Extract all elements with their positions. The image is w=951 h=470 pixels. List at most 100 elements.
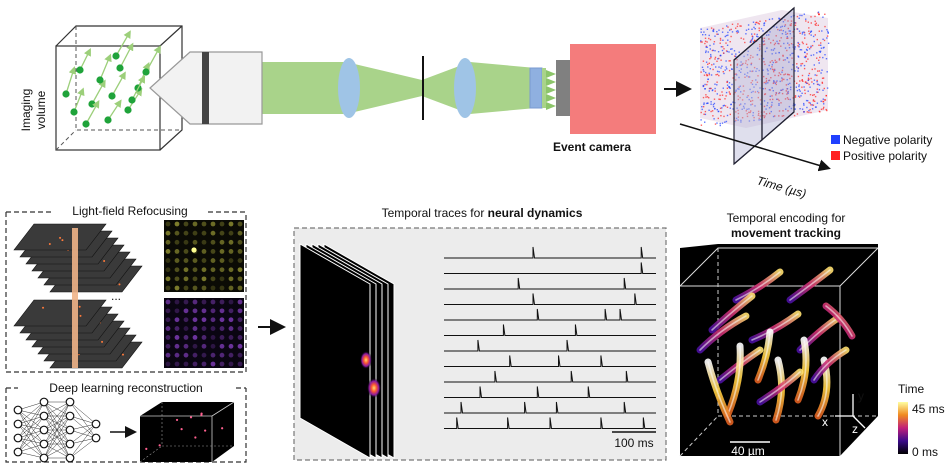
event-dot bbox=[721, 122, 724, 124]
event-dot bbox=[710, 110, 712, 113]
event-dot bbox=[745, 29, 748, 31]
event-dot bbox=[804, 92, 806, 95]
nn-edge bbox=[43, 443, 71, 459]
event-dot bbox=[702, 69, 704, 71]
event-dot bbox=[703, 74, 706, 76]
event-dot bbox=[811, 68, 813, 71]
event-dot bbox=[786, 36, 788, 38]
lf-subaperture bbox=[183, 285, 189, 291]
neuron bbox=[82, 120, 90, 128]
event-dot bbox=[785, 90, 787, 92]
lf-subaperture bbox=[210, 335, 216, 340]
event-dot bbox=[758, 29, 760, 32]
event-dot bbox=[799, 80, 801, 82]
event-dot bbox=[765, 113, 768, 115]
event-dot bbox=[744, 73, 746, 75]
nn-node bbox=[39, 425, 49, 435]
lf-subaperture bbox=[192, 285, 198, 291]
event-dot bbox=[821, 82, 824, 84]
lf-subaperture bbox=[165, 230, 171, 236]
event-dot bbox=[787, 92, 789, 95]
event-dot bbox=[762, 30, 764, 32]
event-dot bbox=[721, 107, 723, 109]
event-dot bbox=[712, 49, 714, 52]
event-dot bbox=[710, 103, 712, 105]
event-dot bbox=[735, 55, 737, 58]
event-dot bbox=[770, 106, 772, 108]
lf-bright-spot bbox=[191, 247, 197, 253]
event-dot bbox=[717, 33, 719, 35]
event-dot bbox=[778, 58, 781, 60]
event-dot bbox=[815, 24, 817, 26]
lf-subaperture bbox=[201, 299, 207, 305]
event-dot bbox=[769, 112, 771, 115]
event-dot bbox=[763, 22, 765, 25]
event-dot bbox=[792, 31, 794, 33]
event-dot bbox=[762, 115, 764, 117]
lf-subaperture bbox=[219, 335, 225, 340]
lf-subaperture bbox=[174, 352, 180, 358]
event-dot bbox=[751, 103, 754, 105]
event-dot bbox=[701, 41, 703, 43]
event-dot bbox=[723, 104, 725, 107]
relay-lens bbox=[454, 58, 476, 118]
event-dot bbox=[710, 27, 713, 29]
event-dot bbox=[702, 106, 705, 108]
event-dot bbox=[792, 46, 794, 48]
lf-subaperture bbox=[201, 221, 207, 227]
event-dot bbox=[750, 104, 752, 106]
event-dot bbox=[798, 85, 800, 88]
event-dot bbox=[721, 49, 724, 52]
event-dot bbox=[782, 30, 784, 32]
event-dot bbox=[790, 24, 792, 27]
event-dot bbox=[797, 75, 800, 78]
event-dot bbox=[700, 124, 703, 126]
lf-subaperture bbox=[228, 299, 234, 305]
event-dot bbox=[745, 110, 747, 112]
event-dot bbox=[800, 65, 802, 67]
event-dot bbox=[786, 49, 788, 52]
event-dot bbox=[746, 63, 749, 66]
event-dot bbox=[814, 23, 816, 26]
event-dot bbox=[827, 30, 829, 33]
event-dot bbox=[710, 74, 713, 76]
event-dot bbox=[823, 39, 826, 42]
nn-edge bbox=[43, 401, 71, 459]
nn-node bbox=[65, 453, 75, 463]
lf-subaperture bbox=[219, 239, 225, 245]
event-dot bbox=[775, 35, 777, 37]
event-dot bbox=[742, 93, 744, 95]
event-dot bbox=[819, 50, 822, 52]
lf-subaperture bbox=[174, 326, 180, 331]
neuron bbox=[76, 66, 84, 74]
event-dot bbox=[804, 56, 807, 59]
legend-positive-swatch bbox=[831, 151, 840, 160]
event-dot bbox=[818, 30, 820, 32]
event-dot bbox=[803, 13, 805, 15]
event-dot bbox=[708, 90, 710, 92]
neuron bbox=[128, 96, 136, 104]
event-dot bbox=[774, 74, 776, 77]
event-dot bbox=[789, 24, 791, 26]
event-dot bbox=[759, 118, 762, 121]
event-dot bbox=[773, 25, 775, 28]
lf-subaperture bbox=[192, 317, 198, 323]
event-dot bbox=[794, 48, 796, 50]
event-dot bbox=[735, 90, 737, 92]
event-dot bbox=[798, 84, 800, 86]
lf-subaperture bbox=[228, 361, 234, 367]
event-dot bbox=[785, 84, 788, 86]
refocus-spot bbox=[79, 314, 82, 317]
event-dot bbox=[781, 78, 784, 80]
event-dot bbox=[768, 107, 771, 109]
event-dot bbox=[824, 25, 826, 28]
event-dot bbox=[796, 63, 798, 65]
event-dot bbox=[710, 53, 712, 56]
event-dot bbox=[711, 110, 714, 112]
event-dot bbox=[750, 100, 752, 102]
event-dot bbox=[779, 73, 782, 76]
event-dot bbox=[800, 49, 803, 51]
event-dot bbox=[768, 89, 771, 91]
event-dot bbox=[799, 32, 801, 34]
trace bbox=[444, 277, 656, 290]
